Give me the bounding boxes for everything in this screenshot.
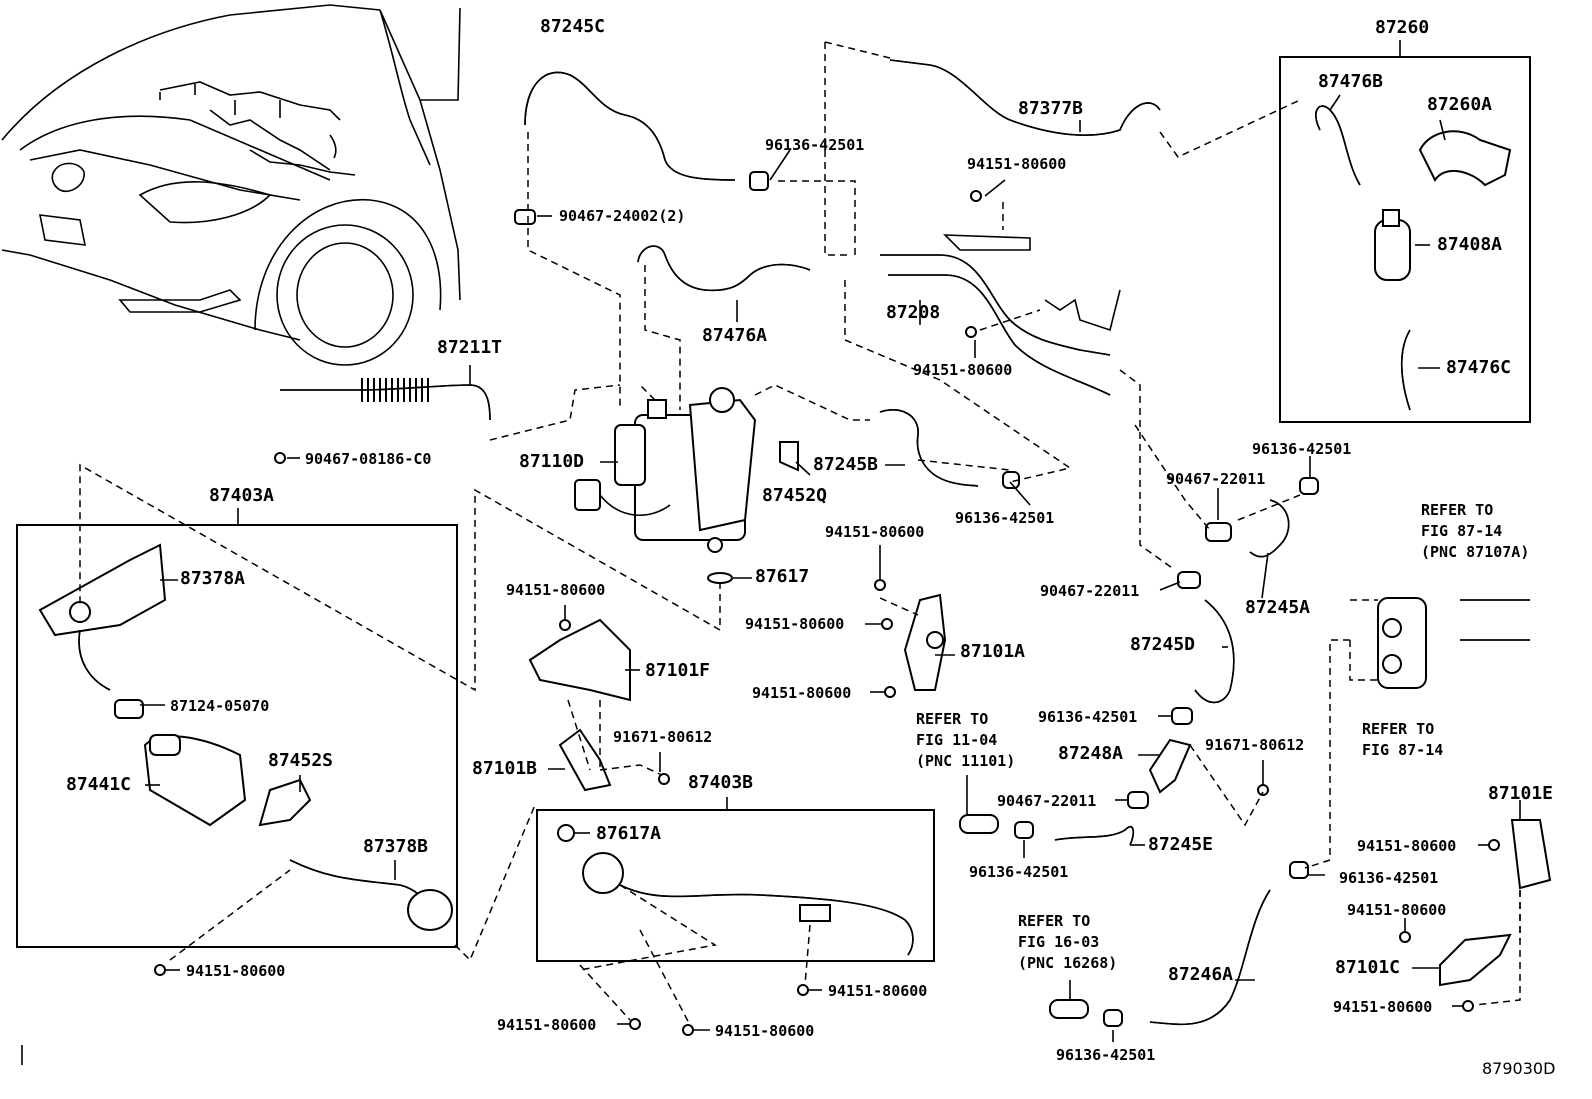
label-96136-42501[interactable]: 96136-42501: [955, 509, 1055, 527]
label-90467-22011[interactable]: 90467-22011: [1166, 470, 1266, 488]
label-87101c[interactable]: 87101C: [1335, 957, 1401, 978]
label-87408a[interactable]: 87408A: [1437, 234, 1503, 255]
label-87245a[interactable]: 87245A: [1245, 597, 1311, 618]
label-87101e[interactable]: 87101E: [1488, 783, 1554, 804]
label-90467-22011[interactable]: 90467-22011: [997, 792, 1097, 810]
label-96136-42501[interactable]: 96136-42501: [1339, 869, 1439, 887]
label-90467-08186-c0[interactable]: 90467-08186-C0: [305, 450, 432, 468]
label-96136-42501[interactable]: 96136-42501: [765, 136, 865, 154]
label-87441c[interactable]: 87441C: [66, 774, 132, 795]
label-87476c[interactable]: 87476C: [1446, 357, 1512, 378]
label-87211t[interactable]: 87211T: [437, 337, 503, 358]
label-94151-80600[interactable]: 94151-80600: [506, 581, 606, 599]
label-87617[interactable]: 87617: [755, 566, 810, 587]
label-94151-80600[interactable]: 94151-80600: [913, 361, 1013, 379]
label-96136-42501[interactable]: 96136-42501: [1038, 708, 1138, 726]
label-94151-80600[interactable]: 94151-80600: [825, 523, 925, 541]
label-91671-80612[interactable]: 91671-80612: [1205, 736, 1305, 754]
label-87245d[interactable]: 87245D: [1130, 634, 1196, 655]
label-96136-42501[interactable]: 96136-42501: [969, 863, 1069, 881]
label-87246a[interactable]: 87246A: [1168, 964, 1234, 985]
label-94151-80600[interactable]: 94151-80600: [752, 684, 852, 702]
label-94151-80600[interactable]: 94151-80600: [715, 1022, 815, 1040]
vehicle-illustration: [1, 4, 461, 366]
kit-box-87260: [1279, 56, 1531, 423]
refer-note-fig-16-03[interactable]: REFER TO FIG 16-03 (PNC 16268): [1018, 912, 1118, 972]
label-90467-24002[interactable]: 90467-24002(2): [559, 207, 686, 225]
hose-87245c: [524, 71, 736, 181]
label-87101b[interactable]: 87101B: [472, 758, 538, 779]
label-87124-05070[interactable]: 87124-05070: [170, 697, 270, 715]
label-87260a[interactable]: 87260A: [1427, 94, 1493, 115]
label-94151-80600[interactable]: 94151-80600: [497, 1016, 597, 1034]
refer-note-fig-87-14-pnc[interactable]: REFER TO FIG 87-14 (PNC 87107A): [1421, 501, 1530, 561]
label-87378b[interactable]: 87378B: [363, 836, 429, 857]
label-87377b[interactable]: 87377B: [1018, 98, 1084, 119]
leader-lines: [140, 40, 1521, 1042]
label-87101f[interactable]: 87101F: [645, 660, 711, 681]
kit-box-87403b: [536, 809, 935, 962]
diagram-id: 879030D: [1482, 1059, 1556, 1078]
refer-note-fig-87-14[interactable]: REFER TO FIG 87-14: [1362, 720, 1444, 759]
label-90467-22011[interactable]: 90467-22011: [1040, 582, 1140, 600]
label-94151-80600[interactable]: 94151-80600: [745, 615, 845, 633]
label-94151-80600[interactable]: 94151-80600: [1357, 837, 1457, 855]
refer-note-fig-11-04[interactable]: REFER TO FIG 11-04 (PNC 11101): [916, 710, 1016, 770]
label-87245c[interactable]: 87245C: [540, 16, 606, 37]
label-87245b[interactable]: 87245B: [813, 454, 879, 475]
label-87617a[interactable]: 87617A: [596, 823, 662, 844]
kit-box-87403a: [16, 524, 458, 948]
label-94151-80600[interactable]: 94151-80600: [828, 982, 928, 1000]
label-87248a[interactable]: 87248A: [1058, 743, 1124, 764]
label-96136-42501[interactable]: 96136-42501: [1056, 1046, 1156, 1064]
dashed-connectors: [79, 41, 1521, 1026]
label-87260[interactable]: 87260: [1375, 17, 1430, 38]
label-94151-80600[interactable]: 94151-80600: [1333, 998, 1433, 1016]
label-87208[interactable]: 87208: [886, 302, 941, 323]
label-87476b[interactable]: 87476B: [1318, 71, 1384, 92]
label-94151-80600[interactable]: 94151-80600: [1347, 901, 1447, 919]
label-87452s[interactable]: 87452S: [268, 750, 334, 771]
label-94151-80600[interactable]: 94151-80600: [186, 962, 286, 980]
label-87101a[interactable]: 87101A: [960, 641, 1026, 662]
label-87452q[interactable]: 87452Q: [762, 485, 828, 506]
label-87476a[interactable]: 87476A: [702, 325, 768, 346]
label-87378a[interactable]: 87378A: [180, 568, 246, 589]
label-87403a[interactable]: 87403A: [209, 485, 275, 506]
heater-87110d: [574, 387, 757, 553]
label-87245e[interactable]: 87245E: [1148, 834, 1214, 855]
label-87110d[interactable]: 87110D: [519, 451, 585, 472]
label-87403b[interactable]: 87403B: [688, 772, 754, 793]
label-94151-80600[interactable]: 94151-80600: [967, 155, 1067, 173]
label-91671-80612[interactable]: 91671-80612: [613, 728, 713, 746]
label-96136-42501[interactable]: 96136-42501: [1252, 440, 1352, 458]
